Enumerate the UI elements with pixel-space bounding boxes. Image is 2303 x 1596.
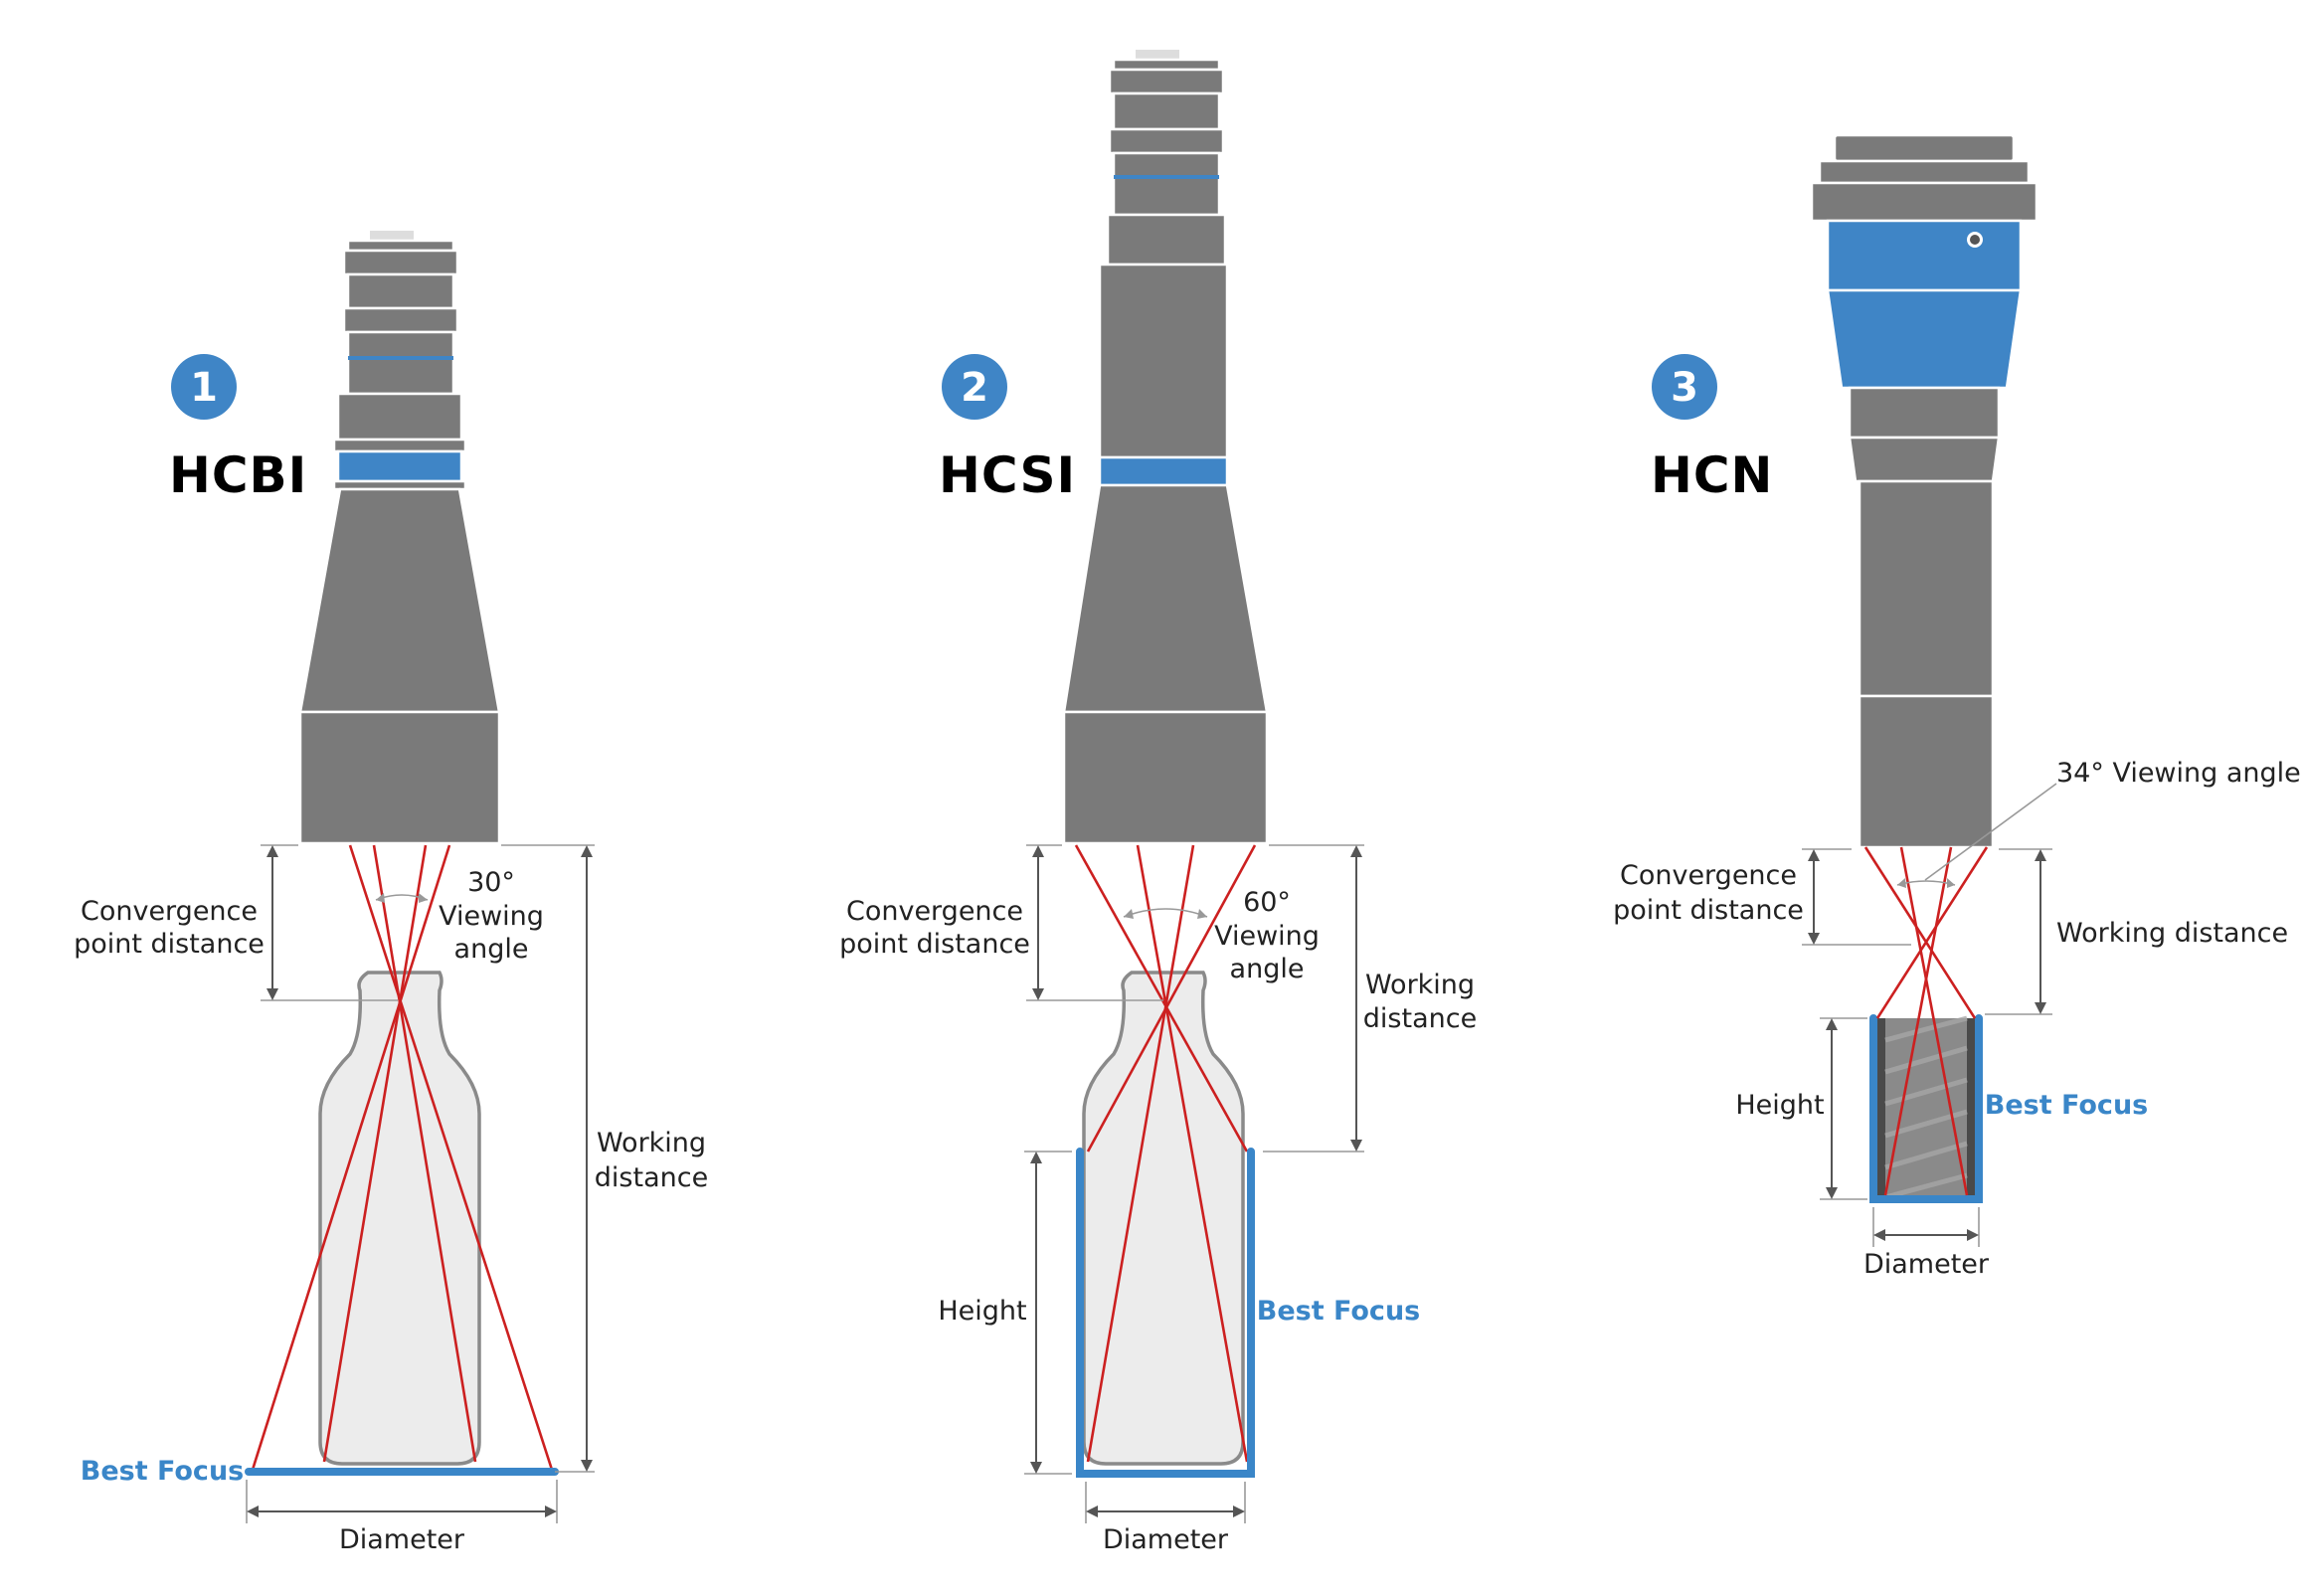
working-distance-label-line2: distance [1363,1003,1477,1034]
diameter-label: Diameter [1103,1524,1229,1555]
angle-label-value: 60° [1243,887,1291,918]
angle-label-line3: angle [454,934,529,965]
bottle-shape [1082,971,1245,1466]
badge-number: 2 [961,365,988,411]
working-distance-label-line2: distance [595,1162,708,1193]
badge-number: 3 [1671,365,1698,411]
best-focus-outline [1869,1014,1983,1203]
angle-leader [1924,783,2057,881]
working-distance-label-line1: Working [597,1128,706,1158]
height-dimension [1024,1151,1072,1475]
model-title: HCSI [939,446,1076,504]
badge-3: 3 [1652,354,1717,420]
badge-2: 2 [942,354,1007,420]
best-focus-label: Best Focus [81,1456,244,1487]
diameter-label: Diameter [1863,1249,1990,1280]
lens-body-hcbi [298,231,501,845]
container-cup [1869,1014,1983,1203]
diameter-dimension [1872,1207,1980,1247]
working-distance-dimension [1985,848,2052,1015]
angle-arc [1896,880,1956,886]
badge-1: 1 [171,354,237,420]
angle-label-line2: Viewing [1214,921,1320,952]
working-distance-label: Working distance [2056,918,2288,949]
convergence-label-line1: Convergence [81,896,258,927]
angle-label-line2: Viewing [439,901,544,932]
lens-body-hcn [1810,133,2038,849]
badge-number: 1 [190,365,218,411]
height-dimension [1820,1017,1867,1200]
convergence-label-line2: point distance [839,929,1030,960]
panel-1: 1 HCBI [74,231,708,1555]
convergence-dimension [261,844,398,1001]
panel-3: 3 HCN [1613,133,2301,1280]
working-distance-dimension [1263,844,1364,1153]
convergence-label-line1: Convergence [846,896,1023,927]
best-focus-label: Best Focus [1257,1296,1420,1327]
angle-arc [1123,908,1208,918]
convergence-dimension [1802,848,1911,946]
lens-body-hcsi [1062,50,1269,845]
best-focus-label: Best Focus [1985,1090,2148,1121]
diameter-dimension [246,1480,558,1523]
convergence-label-line2: point distance [1613,895,1804,926]
panel-2: 2 HCSI [839,50,1477,1555]
convergence-dimension [1026,844,1163,1001]
angle-label-line3: angle [1230,954,1305,984]
convergence-label-line1: Convergence [1620,860,1797,891]
bottle-shape [318,971,481,1466]
diameter-label: Diameter [339,1524,465,1555]
light-rays [1074,844,1257,1463]
working-distance-label-line1: Working [1365,970,1475,1000]
height-label: Height [938,1296,1026,1327]
light-rays [251,844,554,1471]
model-title: HCBI [169,446,307,504]
angle-label-value: 30° [467,867,515,898]
diameter-dimension [1085,1482,1246,1523]
best-focus-outline [1076,1148,1255,1478]
working-distance-dimension [501,844,595,1473]
height-label: Height [1735,1090,1824,1121]
convergence-label-line2: point distance [74,929,265,960]
angle-label: 34° Viewing angle [2056,758,2301,789]
model-title: HCN [1651,446,1773,504]
light-rays [1863,846,1989,1196]
